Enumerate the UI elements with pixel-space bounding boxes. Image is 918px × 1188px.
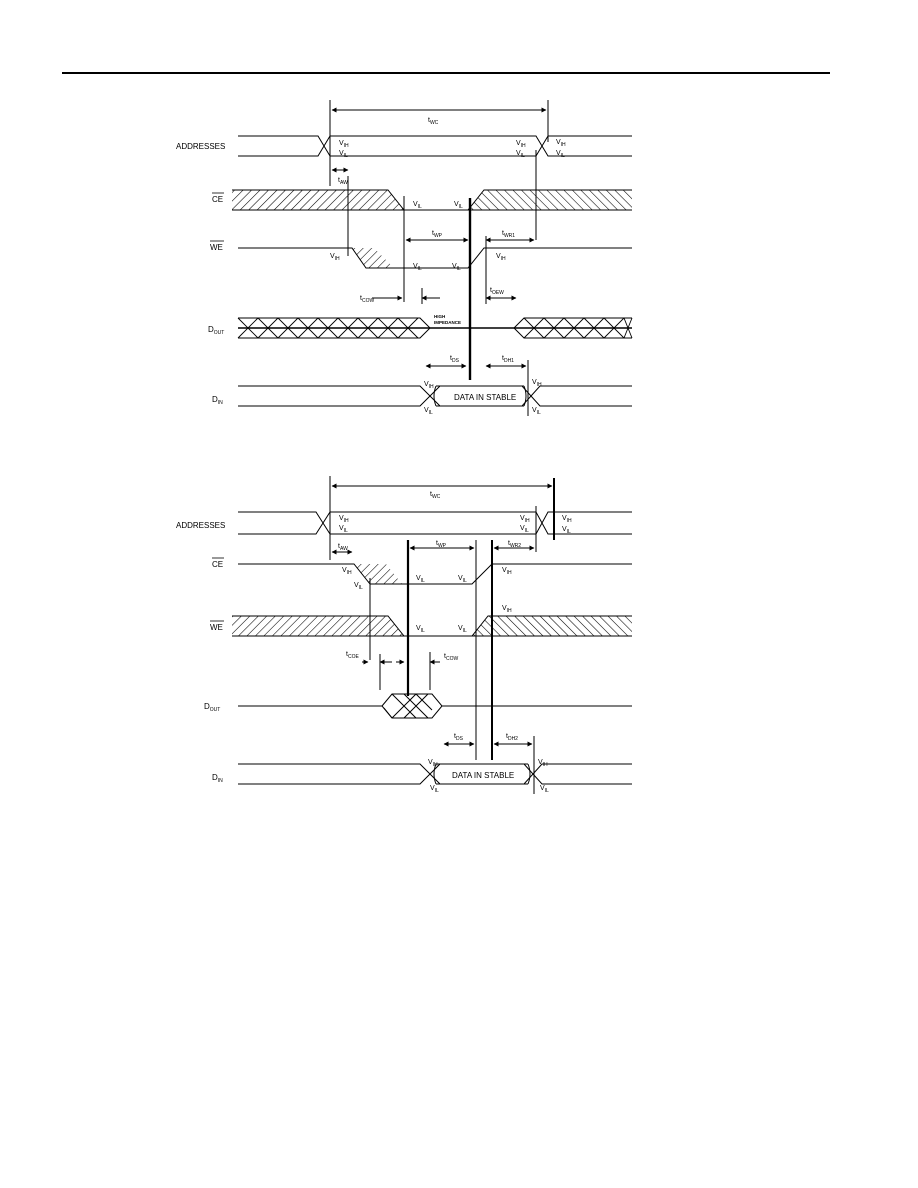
param-tcoe: tCOE — [346, 651, 359, 660]
param-twr-2: tWR2 — [508, 540, 521, 549]
dout-hatch-stroke — [337, 317, 359, 339]
level-vih: VIH — [502, 605, 512, 614]
addresses-waveform — [238, 135, 632, 157]
param-taw-2: tAW — [338, 543, 348, 552]
level-vil: VIL — [454, 201, 463, 210]
signal-din-2: DIN — [212, 773, 223, 784]
param-tcow-2: tCOW — [444, 653, 458, 662]
param-tdh-2: tDH2 — [506, 733, 518, 742]
dout-hatch-stroke — [603, 317, 625, 339]
level-vil: VIL — [516, 150, 525, 159]
level-vih: VIH — [342, 567, 352, 576]
level-vil: VIL — [556, 150, 565, 159]
param-taw: tAW — [338, 177, 348, 186]
we-waveform-2 — [232, 615, 632, 637]
level-vih: VIH — [556, 139, 566, 148]
dout-hatch-stroke — [317, 317, 339, 339]
level-vil: VIL — [416, 575, 425, 584]
signal-we-2: WE — [210, 623, 223, 632]
level-vil: VIL — [413, 201, 422, 210]
level-vih: VIH — [496, 253, 506, 262]
level-vih: VIH — [532, 379, 542, 388]
ce-waveform-2 — [238, 563, 632, 585]
signal-ce-2: CE — [212, 560, 223, 569]
param-tcow: tCOW — [360, 295, 374, 304]
level-vil: VIL — [562, 526, 571, 535]
din-waveform — [238, 385, 632, 407]
param-twc-2: tWC — [430, 491, 441, 500]
param-twc: tWC — [428, 117, 439, 126]
level-vih: VIH — [424, 381, 434, 390]
high-impedance-note: HIGH — [434, 314, 445, 319]
param-twp: tWP — [432, 230, 443, 239]
dout-waveform-2 — [238, 693, 632, 719]
dout-hatch-stroke — [297, 317, 319, 339]
addresses-waveform-2 — [238, 511, 632, 535]
dout-hatch-stroke — [543, 317, 565, 339]
dout-hatch-stroke — [583, 317, 605, 339]
signal-we: WE — [210, 243, 223, 252]
signal-ce: CE — [212, 195, 223, 204]
param-toew: tOEW — [490, 287, 504, 296]
param-twp-2: tWP — [436, 540, 447, 549]
param-twr: tWR1 — [502, 230, 515, 239]
diagram-1 — [232, 100, 632, 416]
page-header-rule — [62, 72, 830, 74]
signal-addresses: ADDRESSES — [176, 142, 225, 151]
we-waveform — [238, 247, 632, 269]
diagram-1-labels: ADDRESSES CE WE DOUT DIN tWC tAW tWP tWR… — [176, 117, 566, 416]
dout-hatch-stroke — [257, 317, 279, 339]
level-vil: VIL — [458, 625, 467, 634]
param-tds-2: tDS — [454, 733, 464, 742]
data-in-stable-label-2: DATA IN STABLE — [452, 771, 514, 780]
ce-waveform — [232, 189, 632, 211]
dout-waveform — [238, 317, 632, 339]
level-vih: VIH — [538, 759, 548, 768]
level-vil: VIL — [520, 525, 529, 534]
level-vih: VIH — [428, 759, 438, 768]
dout-hatch-stroke — [357, 317, 379, 339]
diagram-2 — [232, 476, 632, 794]
dout-hatch-stroke — [397, 317, 419, 339]
level-vil: VIL — [339, 525, 348, 534]
dout-hatch-stroke — [523, 317, 545, 339]
signal-dout: DOUT — [208, 325, 224, 336]
level-vih: VIH — [502, 567, 512, 576]
dout-hatch-stroke — [623, 317, 633, 339]
level-vil: VIL — [430, 785, 439, 794]
din-waveform-2 — [238, 763, 632, 785]
level-vih: VIH — [339, 140, 349, 149]
level-vih: VIH — [562, 515, 572, 524]
diagram-2-labels: ADDRESSES CE WE DOUT DIN tWC tAW tWP tWR… — [176, 491, 572, 794]
level-vil: VIL — [339, 150, 348, 159]
level-vih: VIH — [520, 515, 530, 524]
level-vil: VIL — [354, 582, 363, 591]
dout-hatch-stroke — [237, 317, 259, 339]
signal-din: DIN — [212, 395, 223, 406]
level-vih: VIH — [516, 140, 526, 149]
level-vih: VIH — [339, 515, 349, 524]
level-vil: VIL — [416, 625, 425, 634]
dout-hatch-stroke — [277, 317, 299, 339]
data-in-stable-label: DATA IN STABLE — [454, 393, 516, 402]
high-impedance-note: IMPEDANCE — [434, 320, 461, 325]
dout-unknown-state — [237, 317, 633, 339]
signal-addresses-2: ADDRESSES — [176, 521, 225, 530]
level-vil: VIL — [452, 263, 461, 272]
level-vil: VIL — [532, 407, 541, 416]
param-tdh: tDH1 — [502, 355, 514, 364]
level-vil: VIL — [413, 263, 422, 272]
dout-hatch-stroke — [563, 317, 585, 339]
level-vil: VIL — [424, 407, 433, 416]
dout-hatch-stroke — [377, 317, 399, 339]
level-vih: VIH — [330, 253, 340, 262]
level-vil: VIL — [540, 785, 549, 794]
signal-dout-2: DOUT — [204, 702, 220, 713]
param-tds: tDS — [450, 355, 460, 364]
level-vil: VIL — [458, 575, 467, 584]
